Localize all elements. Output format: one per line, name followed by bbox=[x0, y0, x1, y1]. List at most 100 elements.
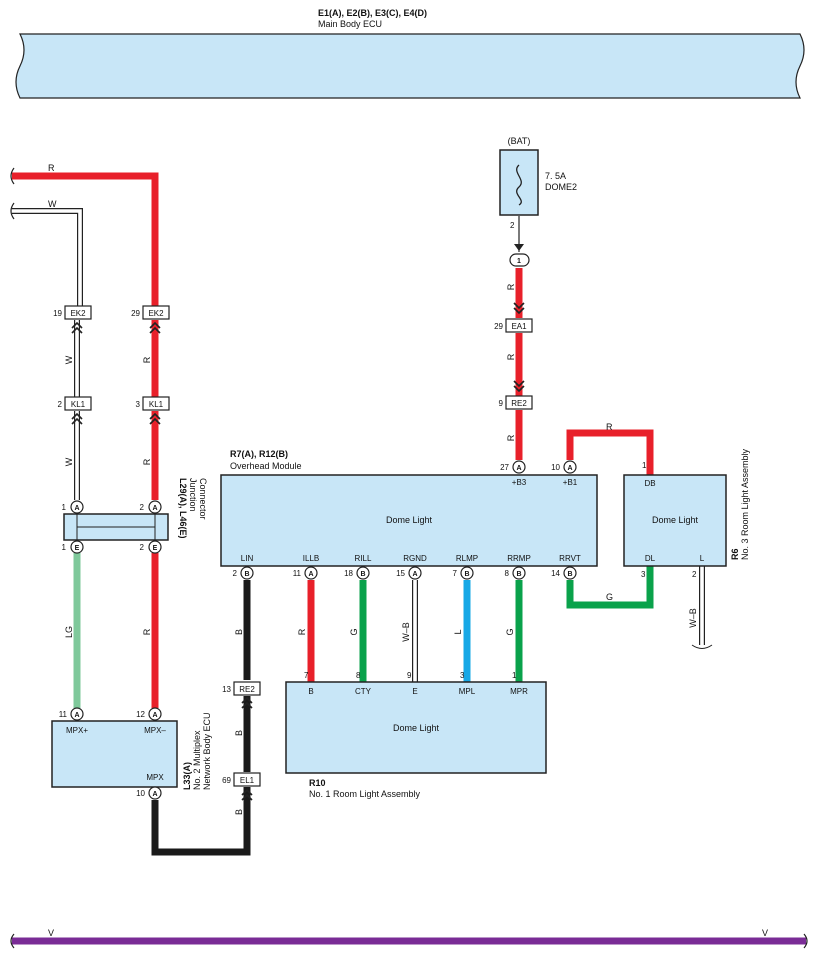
ecu-label-mpxm: MPX– bbox=[144, 726, 166, 735]
pin-rrvt-num: 14 bbox=[551, 569, 560, 578]
ecu-pin-mpxm bbox=[148, 707, 162, 721]
overhead-module-box bbox=[220, 474, 598, 567]
wire-label-r-b1: R bbox=[606, 422, 613, 432]
pin-b1-label: +B1 bbox=[563, 478, 578, 487]
break-mark-v-left bbox=[10, 933, 15, 949]
pin-rlmp-num: 7 bbox=[453, 569, 458, 578]
wire-label-r-illb: R bbox=[297, 628, 307, 635]
ek2-right-pin: 29 bbox=[131, 309, 140, 318]
room3-l: L bbox=[700, 554, 705, 563]
wire-label-g-rrmp: G bbox=[505, 628, 515, 635]
pin-illb-label: ILLB bbox=[303, 554, 319, 563]
room1-code: R10 bbox=[309, 778, 326, 788]
bat-label: (BAT) bbox=[508, 136, 531, 146]
room3-inner: Dome Light bbox=[652, 515, 699, 525]
room3-l-num: 2 bbox=[692, 570, 697, 579]
connector-el1 bbox=[233, 772, 261, 787]
connector-ek2-left bbox=[64, 305, 92, 320]
ecu-pin-mpx bbox=[148, 786, 162, 800]
pin-lin-letter: B bbox=[244, 571, 249, 578]
pin-rill bbox=[356, 566, 370, 580]
ea1-label: EA1 bbox=[511, 322, 527, 331]
pin-rill-num: 18 bbox=[344, 569, 353, 578]
pin-b1 bbox=[563, 460, 577, 474]
ecu-name-2: Network Body ECU bbox=[202, 712, 212, 790]
pin-rrmp-label: RRMP bbox=[507, 554, 531, 563]
ecu-code: L33(A) bbox=[182, 762, 192, 790]
room1-pin-mpr-num: 1 bbox=[512, 671, 517, 680]
ecu-pin-mpxp-num: 11 bbox=[59, 710, 68, 719]
pin-lin-label: LIN bbox=[241, 554, 254, 563]
pin-b3 bbox=[512, 460, 526, 474]
wire-label-l-rlmp: L bbox=[453, 629, 463, 634]
ecu-pin-mpxm-letter: A bbox=[152, 712, 157, 719]
wire-label-r-3: R bbox=[142, 628, 152, 635]
fuse-icon bbox=[516, 164, 522, 206]
wire-label-r-ea1: R bbox=[506, 353, 516, 360]
pin-rrvt-letter: B bbox=[567, 571, 572, 578]
pin-rrmp-num: 8 bbox=[505, 569, 510, 578]
wire-label-r-1: R bbox=[142, 356, 152, 363]
wire-label-r-top: R bbox=[48, 163, 55, 173]
ecu-pin-mpx-letter: A bbox=[152, 791, 157, 798]
fuse-box bbox=[499, 149, 539, 216]
wire-label-wb-rgnd: W–B bbox=[401, 622, 411, 642]
re2-bottom-label: RE2 bbox=[239, 685, 255, 694]
wire-label-r-2: R bbox=[142, 458, 152, 465]
network-ecu-box bbox=[51, 720, 178, 788]
room3-name: No. 3 Room Light Assembly bbox=[740, 448, 750, 560]
kl1-left-pin: 2 bbox=[58, 400, 63, 409]
room1-name: No. 1 Room Light Assembly bbox=[309, 789, 421, 799]
jc-codes: L29(A), L46(E) bbox=[178, 478, 188, 539]
re2-top-pin: 9 bbox=[499, 399, 504, 408]
fuse-rating: 7. 5A bbox=[545, 171, 566, 181]
wire-w bbox=[12, 209, 82, 306]
el1-pin: 69 bbox=[222, 776, 231, 785]
room1-inner: Dome Light bbox=[393, 723, 440, 733]
room3-dl-num: 3 bbox=[641, 570, 646, 579]
ek2-right-label: EK2 bbox=[148, 309, 164, 318]
room1-pin-cty: CTY bbox=[355, 687, 372, 696]
ek2-left-label: EK2 bbox=[70, 309, 86, 318]
ecu-pin-mpxp-letter: A bbox=[74, 712, 79, 719]
wire-b-el1-mpx bbox=[151, 787, 251, 856]
connector-ea1 bbox=[505, 318, 533, 333]
chevron-marks bbox=[71, 302, 525, 801]
pin-lin-num: 2 bbox=[233, 569, 238, 578]
room1-pin-mpl: MPL bbox=[459, 687, 476, 696]
wire-label-w-2: W bbox=[64, 457, 74, 466]
pin-rrvt-label: RRVT bbox=[559, 554, 581, 563]
break-mark-r bbox=[10, 167, 15, 185]
jc-pin-e1-letter: E bbox=[75, 545, 80, 552]
pin-b1-letter: A bbox=[567, 465, 572, 472]
wire-r-left-top bbox=[12, 172, 159, 306]
pin-lin bbox=[240, 566, 254, 580]
ecu-pin-mpxm-num: 12 bbox=[136, 710, 145, 719]
wire-label-lg: LG bbox=[64, 626, 74, 638]
jc-pin-a2-num: 2 bbox=[140, 503, 145, 512]
pin-illb-letter: A bbox=[308, 571, 313, 578]
ecu-pin-mpxp bbox=[70, 707, 84, 721]
ecu-pin-mpx-num: 10 bbox=[136, 789, 145, 798]
room3-box bbox=[623, 474, 727, 567]
pin-rrvt bbox=[563, 566, 577, 580]
wire-g-rrvt-dl bbox=[566, 566, 654, 609]
pin-rlmp bbox=[460, 566, 474, 580]
ecu-label-mpxp: MPX+ bbox=[66, 726, 88, 735]
pin-illb bbox=[304, 566, 318, 580]
jc-name-1: Junction bbox=[188, 478, 198, 512]
room1-pin-mpl-num: 3 bbox=[460, 671, 465, 680]
room1-pin-b: B bbox=[308, 687, 313, 696]
jc-pin-a1-num: 1 bbox=[62, 503, 67, 512]
pin-b3-letter: A bbox=[516, 465, 521, 472]
overhead-inner: Dome Light bbox=[386, 515, 433, 525]
room3-dl: DL bbox=[645, 554, 656, 563]
room1-pin-e-num: 9 bbox=[407, 671, 412, 680]
ea1-pin: 29 bbox=[494, 322, 503, 331]
arrow-down-bat bbox=[514, 244, 524, 251]
room3-db: DB bbox=[644, 479, 655, 488]
jc-pin-e2-num: 2 bbox=[140, 543, 145, 552]
jc-pin-e2-letter: E bbox=[153, 545, 158, 552]
wire-label-v-left: V bbox=[48, 928, 54, 938]
